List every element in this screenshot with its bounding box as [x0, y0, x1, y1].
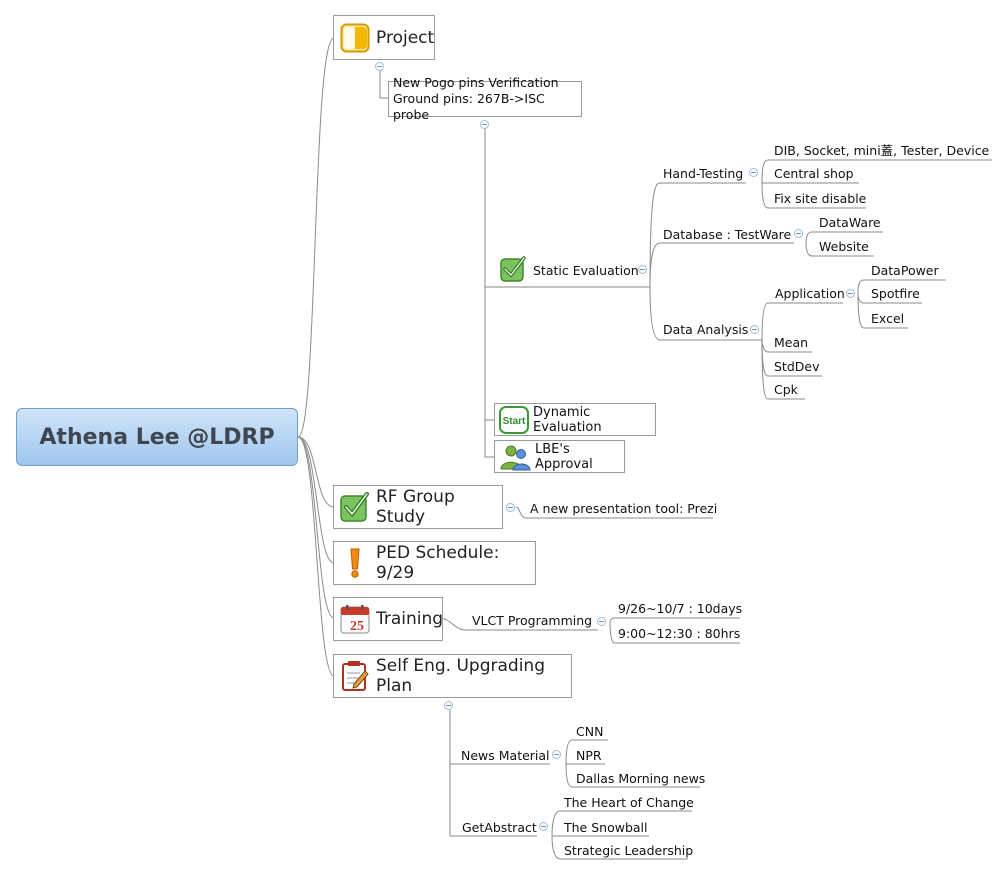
- self-eng-label: Self Eng. Upgrading Plan: [376, 656, 545, 696]
- exclamation-icon: [340, 547, 370, 579]
- topic-static-evaluation[interactable]: Static Evaluation: [533, 263, 639, 278]
- collapse-toggle[interactable]: [539, 822, 548, 831]
- topic-project-label: Project: [376, 27, 435, 48]
- root-label: Athena Lee @LDRP: [39, 424, 275, 450]
- start-icon-text: Start: [503, 416, 526, 427]
- list-item[interactable]: Spotfire: [871, 286, 920, 301]
- pogo-line-2: Ground pins: 267B->ISC probe: [393, 91, 545, 122]
- checkmark-icon: [500, 256, 526, 282]
- ped-schedule-label: PED Schedule: 9/29: [376, 543, 500, 583]
- collapse-toggle[interactable]: [552, 750, 561, 759]
- start-icon: Start: [499, 405, 529, 434]
- topic-pogo-pins[interactable]: New Pogo pins Verification Ground pins: …: [388, 75, 582, 122]
- collapse-toggle[interactable]: [794, 229, 803, 238]
- list-item[interactable]: DIB, Socket, mini蓋, Tester, Device: [774, 143, 990, 158]
- rf-group-study-label: RF Group Study: [376, 487, 455, 527]
- topic-getabstract[interactable]: GetAbstract: [462, 820, 537, 835]
- collapse-toggle[interactable]: [506, 503, 515, 512]
- collapse-toggle[interactable]: [444, 701, 453, 710]
- topic-ped-schedule[interactable]: PED Schedule: 9/29: [333, 541, 536, 585]
- topic-training[interactable]: 25 Training: [333, 597, 443, 641]
- topic-prezi[interactable]: A new presentation tool: Prezi: [530, 501, 718, 516]
- topic-data-analysis[interactable]: Data Analysis: [663, 322, 749, 337]
- notepad-icon: [340, 660, 370, 692]
- topic-rf-group-study[interactable]: RF Group Study: [333, 485, 503, 529]
- topic-database[interactable]: Database : TestWare: [663, 227, 792, 242]
- list-item[interactable]: NPR: [576, 748, 602, 763]
- topic-lbe-approval[interactable]: LBE's Approval: [494, 440, 625, 473]
- list-item[interactable]: Mean: [774, 335, 809, 350]
- topic-application[interactable]: Application: [775, 286, 845, 301]
- lbe-approval-label: LBE's Approval: [535, 441, 593, 472]
- topic-news-material[interactable]: News Material: [461, 748, 550, 763]
- list-item[interactable]: Central shop: [774, 166, 854, 181]
- checkmark-icon: [340, 492, 370, 522]
- topic-vlct[interactable]: VLCT Programming: [472, 613, 593, 628]
- collapse-toggle[interactable]: [597, 617, 606, 626]
- root-topic[interactable]: Athena Lee @LDRP: [16, 408, 298, 466]
- people-icon: [499, 443, 531, 471]
- list-item[interactable]: DataPower: [871, 263, 939, 278]
- topic-self-eng[interactable]: Self Eng. Upgrading Plan: [333, 654, 572, 698]
- half-moon-icon: [340, 23, 370, 53]
- calendar-icon-text: 25: [350, 619, 364, 634]
- collapse-toggle[interactable]: [750, 325, 759, 334]
- list-item[interactable]: 9/26~10/7 : 10days: [618, 601, 743, 616]
- list-item[interactable]: Dallas Morning news: [576, 771, 706, 786]
- dynamic-evaluation-label: Dynamic Evaluation: [533, 404, 602, 435]
- collapse-toggle[interactable]: [638, 265, 647, 274]
- training-label: Training: [376, 609, 444, 629]
- pogo-line-1: New Pogo pins Verification: [393, 75, 559, 90]
- list-item[interactable]: The Snowball: [564, 820, 648, 835]
- list-item[interactable]: Cpk: [774, 382, 798, 397]
- list-item[interactable]: DataWare: [819, 215, 881, 230]
- list-item[interactable]: Strategic Leadership: [564, 843, 694, 858]
- calendar-icon: 25: [340, 604, 370, 634]
- topic-hand-testing[interactable]: Hand-Testing: [663, 166, 744, 181]
- list-item[interactable]: CNN: [576, 724, 604, 739]
- list-item[interactable]: Excel: [871, 311, 905, 326]
- collapse-toggle[interactable]: [375, 62, 384, 71]
- collapse-toggle[interactable]: [480, 120, 489, 129]
- list-item[interactable]: StdDev: [774, 359, 820, 374]
- list-item[interactable]: The Heart of Change: [564, 795, 694, 810]
- topic-dynamic-evaluation[interactable]: Start Dynamic Evaluation: [494, 403, 656, 436]
- topic-project[interactable]: Project: [333, 15, 435, 60]
- list-item[interactable]: Website: [819, 239, 869, 254]
- collapse-toggle[interactable]: [749, 168, 758, 177]
- collapse-toggle[interactable]: [846, 289, 855, 298]
- list-item[interactable]: 9:00~12:30 : 80hrs: [618, 626, 741, 641]
- list-item[interactable]: Fix site disable: [774, 191, 867, 206]
